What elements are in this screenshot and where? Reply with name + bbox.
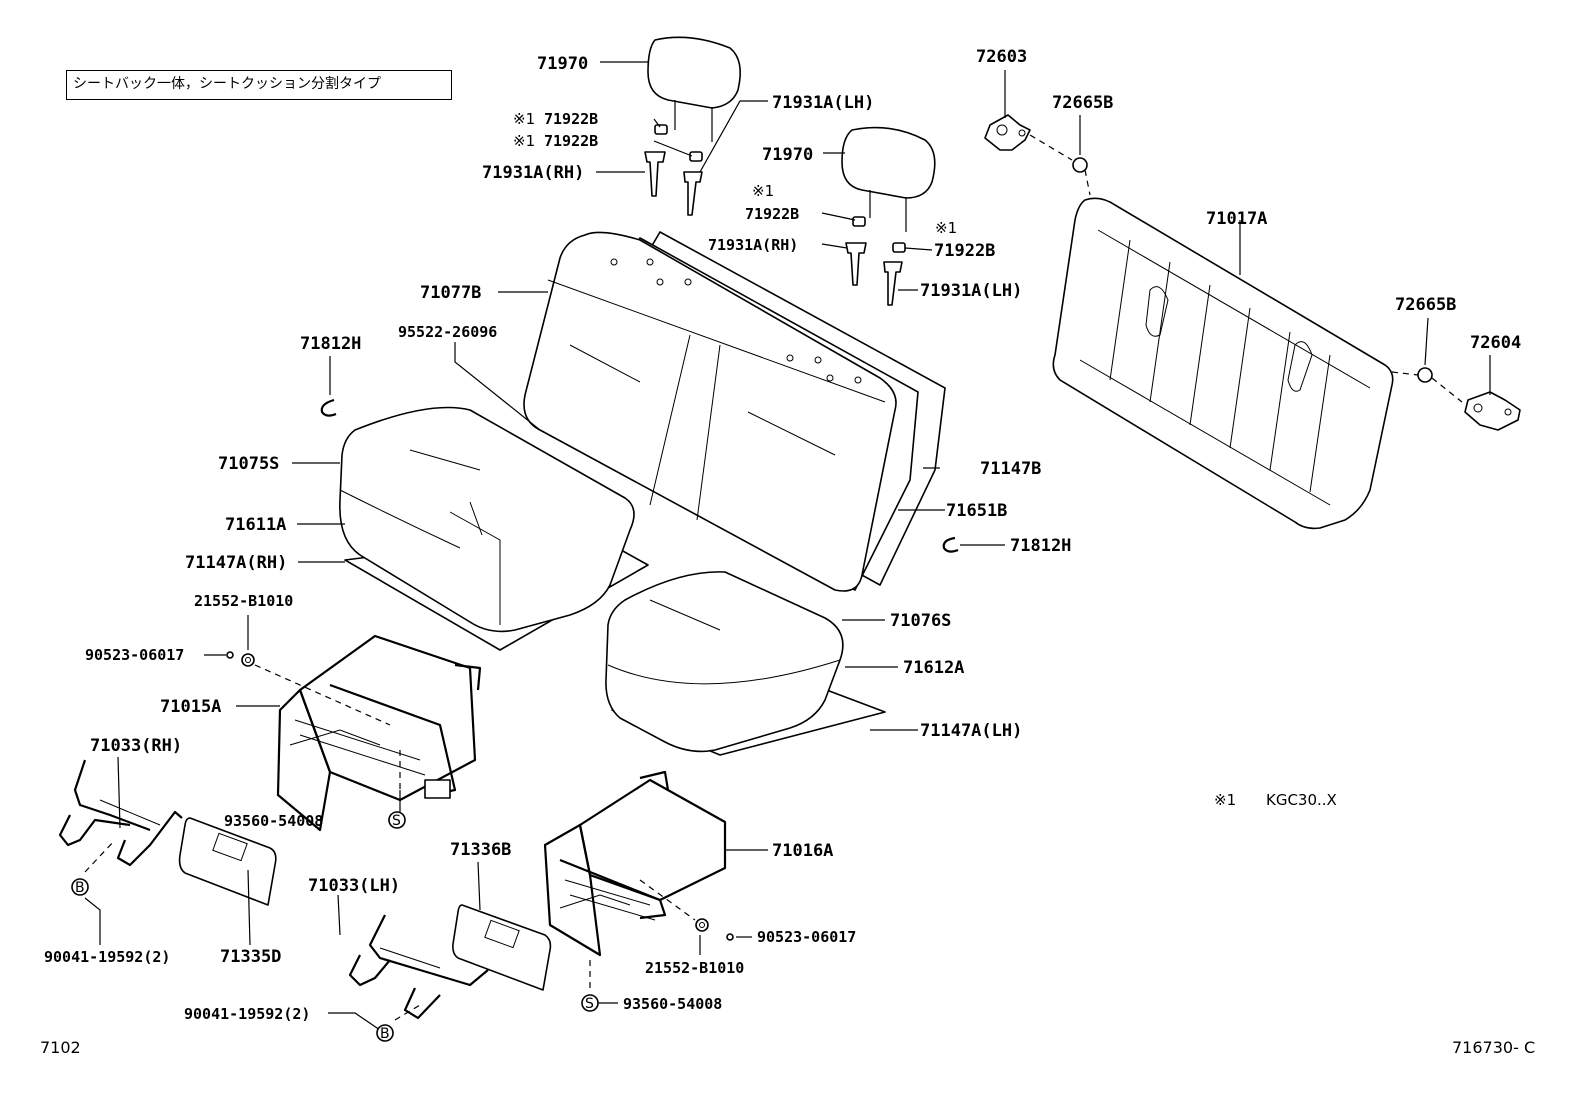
headrest-supports-drawing (644, 124, 906, 306)
label-cushion-cover-rh: 71075S (218, 454, 279, 474)
label-screw-lh: 93560-54008 (623, 995, 722, 1013)
star-note-3: ※1 (752, 182, 774, 200)
cushion-frame-rh-drawing (276, 634, 482, 832)
seat-back-cover-drawing (523, 231, 897, 592)
label-cushion-pad-lh: 71612A (903, 658, 964, 678)
hinge-lh-drawing (348, 914, 489, 1020)
label-bushing-top: 72665B (1052, 93, 1113, 113)
cushion-lh-drawing (605, 571, 886, 756)
label-support-lock-right-2: 71922B (934, 241, 995, 261)
star-note-2: ※1 (513, 132, 535, 150)
hardware-drawing (226, 651, 734, 941)
label-cushion-frame-rh: 71015A (160, 697, 221, 717)
clip-left-drawing (320, 398, 337, 417)
leader-lines (84, 61, 1491, 1031)
assembly-lines (84, 134, 1463, 1021)
back-frame-drawing (1052, 197, 1394, 530)
label-support-lock-right-1: 71922B (745, 205, 799, 223)
cover-336-drawing (452, 904, 552, 991)
label-back-pad-sheet: 71147B (980, 459, 1041, 479)
label-back-pad: 71651B (946, 501, 1007, 521)
label-bolt-lh: 90523-06017 (757, 928, 856, 946)
label-hinge-right: 72604 (1470, 333, 1521, 353)
bolt-symbol-lh: B (380, 1026, 390, 1042)
label-pad-sheet-rh: 71147A(RH) (185, 553, 287, 573)
label-hog-ring: 95522-26096 (398, 323, 497, 341)
label-bolt-b-lh: 90041-19592(2) (184, 1005, 310, 1023)
label-headrest-left: 71970 (537, 54, 588, 74)
label-nut-lh: 21552-B1010 (645, 959, 744, 977)
page-code-right: 716730- C (1452, 1038, 1536, 1057)
label-cover-335: 71335D (220, 947, 281, 967)
hinge-top-drawing (984, 114, 1031, 151)
label-nut-rh: 21552-B1010 (194, 592, 293, 610)
variant-note: シートバック一体，シートクッション分割タイプ (66, 70, 452, 100)
star-note-4: ※1 (935, 219, 957, 237)
cover-335-drawing (178, 817, 277, 906)
headrest-right-drawing (841, 126, 936, 232)
label-support-rh-right: 71931A(RH) (708, 236, 798, 254)
label-headrest-right: 71970 (762, 145, 813, 165)
hinge-rh-drawing (58, 759, 183, 867)
label-bolt-b-rh: 90041-19592(2) (44, 948, 170, 966)
headrest-left-drawing (647, 36, 741, 142)
label-support-rh-left: 71931A(RH) (482, 163, 584, 183)
label-back-cover: 71077B (420, 283, 481, 303)
cushion-frame-lh-drawing (543, 770, 727, 957)
label-support-lock-left-2: 71922B (544, 132, 598, 150)
label-pad-sheet-lh: 71147A(LH) (920, 721, 1022, 741)
footnote-text: KGC30..X (1266, 791, 1337, 809)
screw-symbol-rh: S (392, 813, 401, 829)
clip-right-drawing (942, 536, 959, 553)
label-screw-rh: 93560-54008 (224, 812, 323, 830)
bushing-top-drawing (1072, 157, 1088, 173)
label-hinge-lh: 71033(LH) (308, 876, 400, 896)
label-hinge-rh: 71033(RH) (90, 736, 182, 756)
label-hinge-top: 72603 (976, 47, 1027, 67)
label-bushing-right: 72665B (1395, 295, 1456, 315)
part-labels: 71970 ※1 71922B ※1 71922B 71931A(LH) 719… (44, 47, 1521, 1023)
page-code-left: 7102 (40, 1038, 81, 1057)
label-bolt-rh: 90523-06017 (85, 646, 184, 664)
symbol-markers (71, 811, 599, 1042)
label-clip-left: 71812H (300, 334, 361, 354)
hinge-right-drawing (1464, 391, 1521, 431)
label-support-lh-left: 71931A(LH) (772, 93, 874, 113)
star-note-1: ※1 (513, 110, 535, 128)
label-clip-right: 71812H (1010, 536, 1071, 556)
label-cushion-cover-lh: 71076S (890, 611, 951, 631)
screw-symbol-lh: S (585, 996, 594, 1012)
label-cover-336: 71336B (450, 840, 511, 860)
label-support-lh-right: 71931A(LH) (920, 281, 1022, 301)
label-cushion-pad-rh: 71611A (225, 515, 286, 535)
cushion-rh-drawing (339, 406, 649, 651)
footnote-symbol: ※1 (1214, 791, 1236, 809)
label-cushion-frame-lh: 71016A (772, 841, 833, 861)
label-back-frame: 71017A (1206, 209, 1267, 229)
bolt-symbol-rh: B (75, 880, 85, 896)
bushing-right-drawing (1417, 367, 1433, 383)
label-support-lock-left-1: 71922B (544, 110, 598, 128)
